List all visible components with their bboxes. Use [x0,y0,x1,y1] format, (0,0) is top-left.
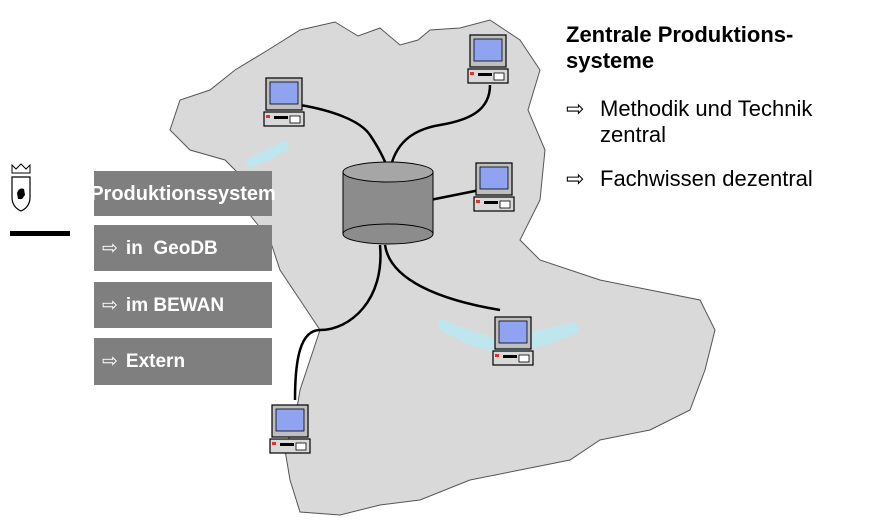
box-geodb: ⇨ in GeoDB [94,225,272,271]
lake-biel [245,140,290,168]
heading: Zentrale Produktions- systeme [566,22,866,74]
bullet-fachwissen-line1: Fachwissen dezentral [600,166,813,191]
arrow-icon: ⇨ [102,351,118,372]
box-bewan: ⇨ im BEWAN [94,282,272,328]
heading-line1: Zentrale Produktions- [566,22,794,47]
box-extern-label: Extern [125,351,186,372]
computer-icon [492,316,534,366]
cable-ne [388,84,492,171]
cable-e [429,188,481,202]
arrow-icon: ⇨ [566,166,585,191]
cable-sw [293,244,382,401]
computer-icon [263,77,305,127]
box-geodb-label: in GeoDB [125,237,218,259]
bullet-methodik: ⇨ Methodik und Technik [566,96,812,122]
canton-crest-icon [11,163,31,212]
computer-icon [467,34,509,84]
heading-line2: systeme [566,48,655,73]
bullet-fachwissen: ⇨ Fachwissen dezentral [566,166,813,192]
box-extern: ⇨ Extern [94,338,272,385]
arrow-icon: ⇨ [102,294,118,316]
cable-nw [299,103,390,171]
computer-icon [473,162,515,212]
arrow-icon: ⇨ [102,237,118,259]
crest-divider [10,231,70,236]
arrow-icon: ⇨ [566,96,585,121]
box-produktionssystem: Produktionssystem [90,171,276,216]
box-produktionssystem-label: Produktionssystem [90,182,276,205]
bullet-methodik-line2: zentral [600,122,667,147]
box-bewan-label: im BEWAN [125,294,225,316]
cable-se [383,244,501,312]
computer-icon [269,404,311,454]
bullet-methodik-line1: Methodik und Technik [600,96,813,121]
lake-thun [438,318,580,355]
database-icon [342,161,434,245]
